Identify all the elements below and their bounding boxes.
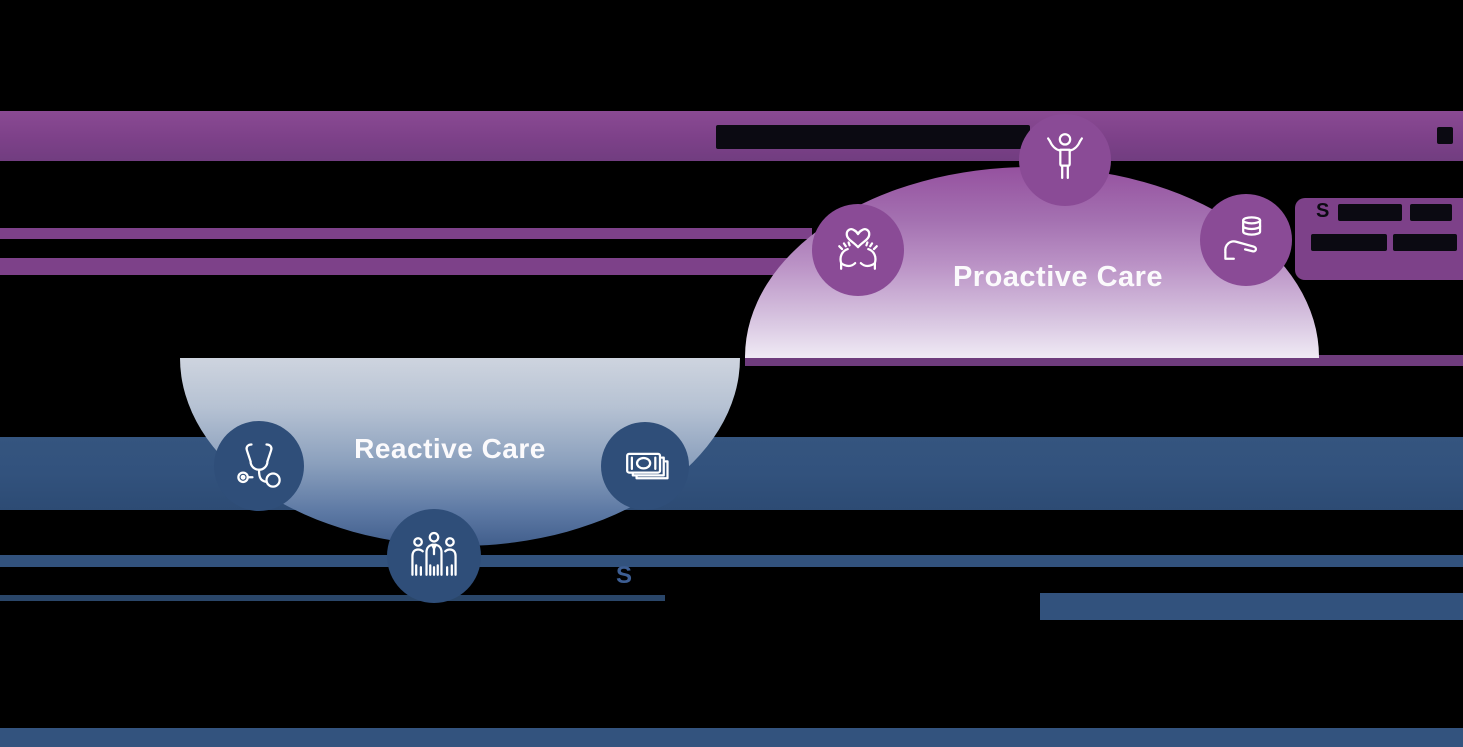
hands-holding-heart-icon — [812, 204, 904, 296]
hidden-text-silhouette — [1311, 234, 1387, 251]
hand-with-coins-icon — [1200, 194, 1292, 286]
care-team-glyph — [411, 531, 457, 576]
purple-ribbon-under-hill — [745, 355, 1463, 366]
money-bills-glyph — [626, 452, 669, 480]
money-bills-icon — [601, 422, 689, 510]
blue-rule-left — [0, 595, 665, 601]
blue-ribbon-bottom — [0, 728, 1463, 747]
purple-ribbon-thin — [0, 228, 812, 239]
hands-holding-heart-glyph — [838, 228, 878, 270]
hidden-text-silhouette — [1437, 127, 1453, 144]
hand-with-coins-glyph — [1224, 216, 1262, 260]
hidden-text-silhouette — [1393, 234, 1457, 251]
blue-ribbon-lower-right — [1040, 593, 1463, 620]
hidden-text-silhouette — [716, 125, 1030, 149]
hidden-text-silhouette — [1338, 204, 1402, 221]
reactive-care-label: Reactive Care — [354, 433, 546, 464]
person-arms-raised-icon — [1019, 114, 1111, 206]
proactive-care-label: Proactive Care — [952, 261, 1164, 293]
stethoscope-glyph — [237, 443, 281, 488]
hidden-text-silhouette — [1410, 204, 1452, 221]
callout-first-letter: S — [1316, 200, 1330, 222]
blue-ribbon-thin — [0, 555, 1463, 567]
bottom-label-first-letter: S — [616, 562, 633, 589]
stethoscope-icon — [214, 421, 304, 511]
person-arms-raised-glyph — [1047, 133, 1083, 179]
care-team-icon — [387, 509, 481, 603]
purple-ribbon-second — [0, 258, 790, 275]
